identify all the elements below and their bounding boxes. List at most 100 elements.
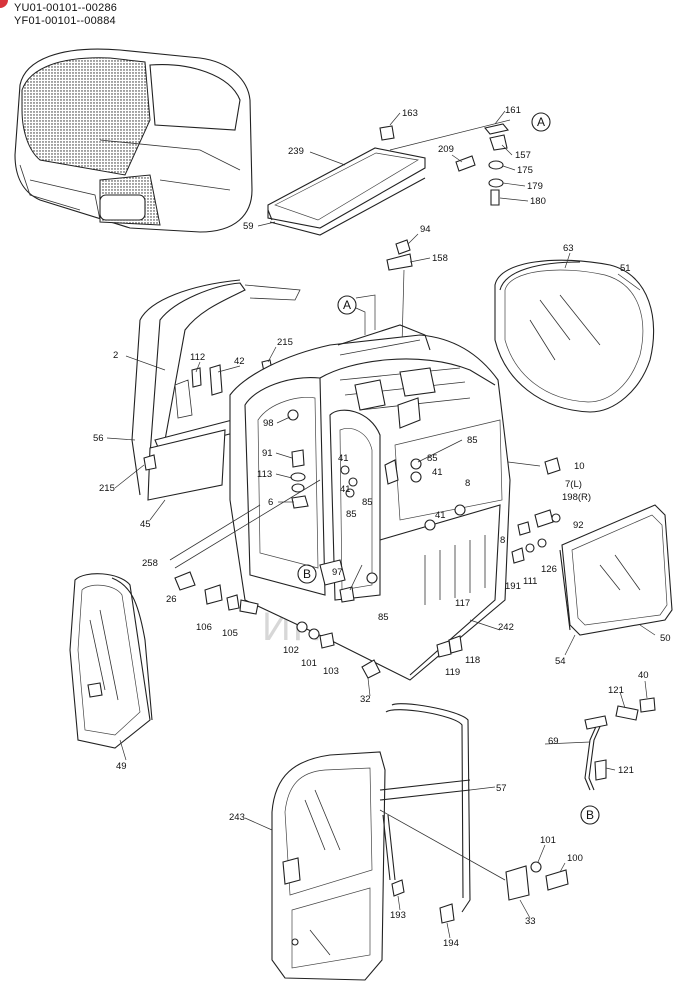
part-label: 103: [323, 666, 339, 677]
serial-range-1: YU01-00101--00286: [14, 2, 118, 14]
part-label: 193: [390, 910, 406, 921]
part-label: 69: [548, 736, 559, 747]
part-label: 258: [142, 558, 158, 569]
part-label: 112: [190, 352, 205, 363]
callout-a-label: A: [537, 115, 545, 129]
part-label: 94: [420, 224, 431, 235]
handrail-69: [580, 697, 656, 825]
part-label: 41: [432, 467, 443, 478]
part-label: 215: [99, 483, 115, 494]
leader-lines: [106, 110, 656, 939]
part-label: 101: [540, 835, 556, 846]
part-label: 105: [222, 628, 238, 639]
part-label: 175: [517, 165, 533, 176]
part-label: 102: [283, 645, 299, 656]
corner-badge-icon: [0, 0, 8, 8]
roof-latch-hardware: [379, 112, 551, 206]
part-label: 113: [257, 469, 272, 480]
part-label: 242: [498, 622, 514, 633]
part-label: 91: [262, 448, 273, 459]
part-label: 40: [638, 670, 649, 681]
part-label: 50: [660, 633, 671, 644]
part-label: 2: [113, 350, 118, 361]
part-label: 85: [362, 497, 373, 508]
part-label: 8: [465, 478, 470, 489]
roof-window-assembly: [257, 119, 511, 236]
part-label: 239: [288, 146, 304, 157]
part-label: 161: [505, 105, 521, 116]
door-hinge-33: [379, 809, 569, 901]
part-label: 59: [243, 221, 254, 232]
part-label: 100: [567, 853, 583, 864]
part-label: 180: [530, 196, 546, 207]
part-label: 126: [541, 564, 557, 575]
part-label: 157: [515, 150, 531, 161]
part-label: 51: [620, 263, 631, 274]
callout-a-label-2: A: [343, 298, 351, 312]
callout-b-label: B: [303, 567, 311, 581]
right-side-hardware: [507, 457, 561, 564]
part-label: 198(R): [562, 492, 591, 503]
part-label: 32: [360, 694, 371, 705]
part-label: 49: [116, 761, 127, 772]
cab-bottom-hardware: [296, 564, 463, 679]
part-label: 117: [455, 598, 470, 609]
cab-body: [229, 324, 511, 681]
part-label: 191: [505, 581, 521, 592]
part-label: 92: [573, 520, 584, 531]
part-label: 121: [618, 765, 634, 776]
part-label: 163: [402, 108, 418, 119]
part-label: 106: [196, 622, 212, 633]
part-label: 56: [93, 433, 104, 444]
part-label: 63: [563, 243, 574, 254]
callout-b-circle: [297, 564, 317, 584]
part-label: 54: [555, 656, 566, 667]
part-label: 85: [467, 435, 478, 446]
part-label: 243: [229, 812, 245, 823]
part-label: 57: [496, 783, 507, 794]
part-label: 41: [338, 453, 349, 464]
serial-range-2: YF01-00101--00884: [14, 15, 116, 27]
part-label: 85: [378, 612, 389, 623]
part-label: 111: [523, 576, 537, 587]
callout-b-label-2: B: [586, 808, 594, 822]
part-label: 118: [465, 655, 480, 666]
part-label: 41: [340, 484, 351, 495]
part-label: 194: [443, 938, 459, 949]
callout-a-circle-2: [337, 295, 357, 315]
part-label: 119: [445, 667, 460, 678]
part-label: 101: [301, 658, 317, 669]
part-label: 97: [332, 567, 343, 578]
roof-bracket-94-158: [386, 239, 413, 346]
cab-door-243: [271, 703, 471, 981]
part-label: 26: [166, 594, 177, 605]
part-label: 179: [527, 181, 543, 192]
part-number-labels: 163 161 157 175 179 180 209 239 59 94 15…: [93, 105, 671, 949]
part-label: 215: [277, 337, 293, 348]
part-label: 85: [346, 509, 357, 520]
part-label: 85: [427, 453, 438, 464]
rear-window-assembly: [494, 259, 655, 413]
part-label: 42: [234, 356, 245, 367]
part-label: 209: [438, 144, 454, 155]
lower-hinge-hardware: [169, 479, 321, 615]
part-label: 8: [500, 535, 505, 546]
cab-overview-thumbnail: [14, 48, 253, 233]
callout-a-circle: [531, 112, 551, 132]
part-label: 45: [140, 519, 151, 530]
part-label: 98: [263, 418, 274, 429]
front-window-49: [69, 573, 153, 749]
part-label: 121: [608, 685, 624, 696]
door-frame-assembly: [131, 279, 301, 501]
part-label: 6: [268, 497, 273, 508]
side-window-50-54: [559, 504, 673, 636]
part-label: 7(L): [565, 479, 582, 490]
part-label: 158: [432, 253, 448, 264]
cab-left-hardware: [290, 294, 376, 584]
callout-b-circle-2: [580, 805, 600, 825]
part-label: 33: [525, 916, 536, 927]
part-label: 10: [574, 461, 585, 472]
part-label: 41: [435, 510, 446, 521]
